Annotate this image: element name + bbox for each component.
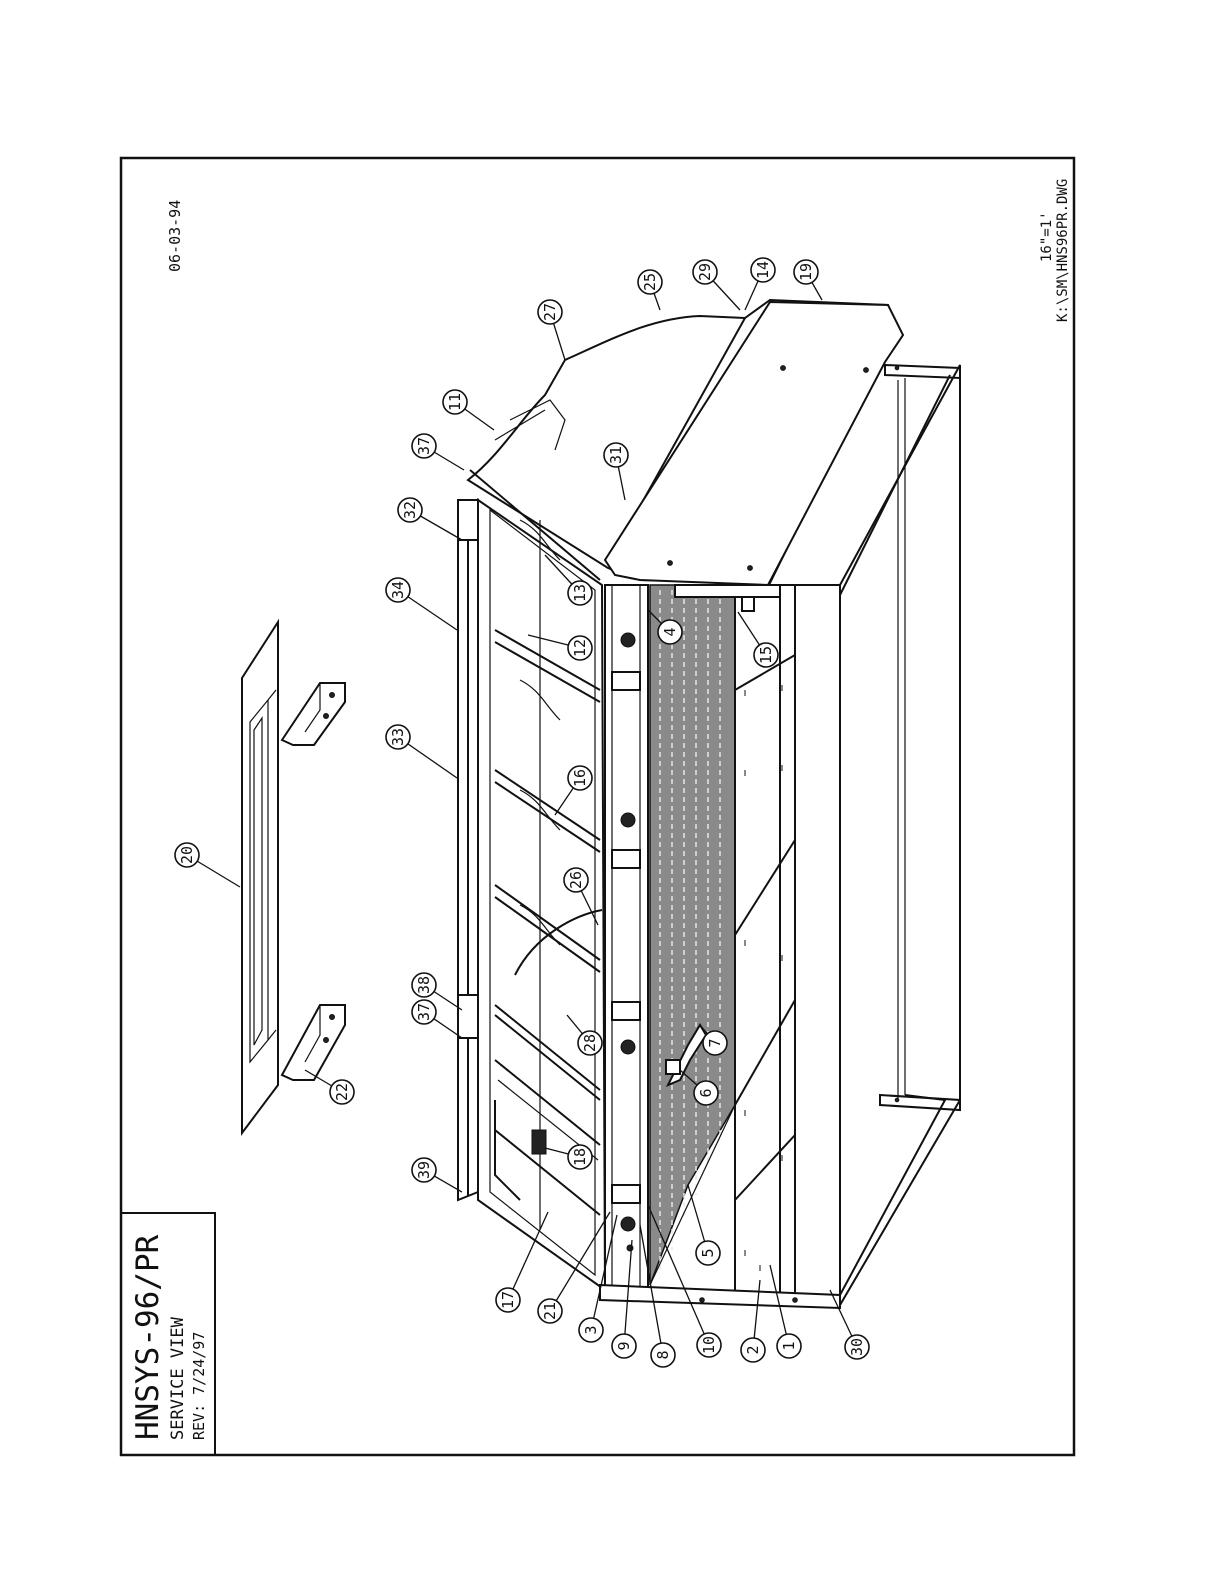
knob-1: [621, 633, 635, 647]
callout-label: 1: [780, 1341, 798, 1350]
callout-c5: 5: [688, 1185, 720, 1265]
callout-c25: 25: [638, 270, 662, 310]
callout-label: 18: [571, 1148, 589, 1166]
callout-label: 8: [654, 1350, 672, 1359]
file-path-text: K:\SM\HNS96PR.DWG: [1055, 179, 1071, 322]
callout-label: 20: [178, 846, 196, 864]
callout-c19: 19: [794, 260, 822, 300]
callout-label: 10: [700, 1336, 718, 1354]
glass-panel-20: [242, 622, 278, 1133]
control-strip: [605, 585, 648, 1290]
perforated-panel: [650, 585, 735, 1285]
callout-c29: 29: [693, 260, 740, 310]
callout-label: 27: [541, 303, 559, 321]
callout-c37b: 37: [412, 434, 464, 470]
bracket-upper: [282, 683, 345, 745]
callout-label: 21: [541, 1302, 559, 1320]
callout-c11: 11: [443, 390, 494, 430]
view-title: SERVICE VIEW: [168, 1316, 188, 1440]
callout-label: 22: [333, 1083, 351, 1101]
callout-label: 26: [567, 871, 585, 889]
callout-c22: 22: [305, 1070, 354, 1104]
callout-c27: 27: [538, 300, 565, 360]
revision-text: REV: 7/24/97: [190, 1332, 208, 1440]
callout-label: 13: [571, 584, 589, 602]
callout-label: 37: [415, 1003, 433, 1021]
callout-label: 37: [415, 437, 433, 455]
callout-label: 4: [661, 627, 679, 636]
callout-label: 30: [848, 1338, 866, 1356]
scale-text: 16"=1': [1039, 211, 1055, 262]
front-frame-left: [478, 500, 605, 1290]
callout-label: 3: [582, 1325, 600, 1334]
callout-label: 11: [446, 393, 464, 411]
knob-3: [621, 1040, 635, 1054]
bracket-lower: [282, 1005, 345, 1080]
callout-label: 16: [571, 769, 589, 787]
callout-label: 7: [706, 1038, 724, 1047]
callout-label: 38: [415, 976, 433, 994]
callout-label: 25: [641, 273, 659, 291]
callout-label: 19: [797, 263, 815, 281]
callout-label: 31: [607, 446, 625, 464]
model-title: HNSYS-96/PR: [130, 1234, 166, 1440]
callout-label: 12: [571, 639, 589, 657]
callout-c33: 33: [386, 725, 457, 778]
callout-label: 14: [754, 261, 772, 279]
callout-label: 5: [699, 1248, 717, 1257]
callout-label: 29: [696, 263, 714, 281]
callout-label: 39: [415, 1161, 433, 1179]
callout-label: 33: [389, 728, 407, 746]
callout-label: 15: [757, 646, 775, 664]
callout-c32: 32: [398, 498, 462, 540]
knob-4: [621, 1217, 635, 1231]
base-unit: [795, 365, 960, 1305]
knob-2: [621, 813, 635, 827]
callout-label: 32: [401, 501, 419, 519]
callout-c20: 20: [175, 843, 240, 887]
callout-label: 34: [389, 581, 407, 599]
callout-label: 2: [744, 1345, 762, 1354]
title-block: HNSYS-96/PR SERVICE VIEW REV: 7/24/97: [121, 1213, 215, 1455]
callout-label: 6: [697, 1088, 715, 1097]
callout-label: 28: [581, 1034, 599, 1052]
top-rail: [458, 500, 478, 1200]
callout-label: 17: [499, 1291, 517, 1309]
callout-label: 9: [615, 1341, 633, 1350]
callout-c34: 34: [386, 578, 457, 630]
callout-c39: 39: [412, 1158, 462, 1192]
drawing-date: 06-03-94: [166, 200, 184, 272]
